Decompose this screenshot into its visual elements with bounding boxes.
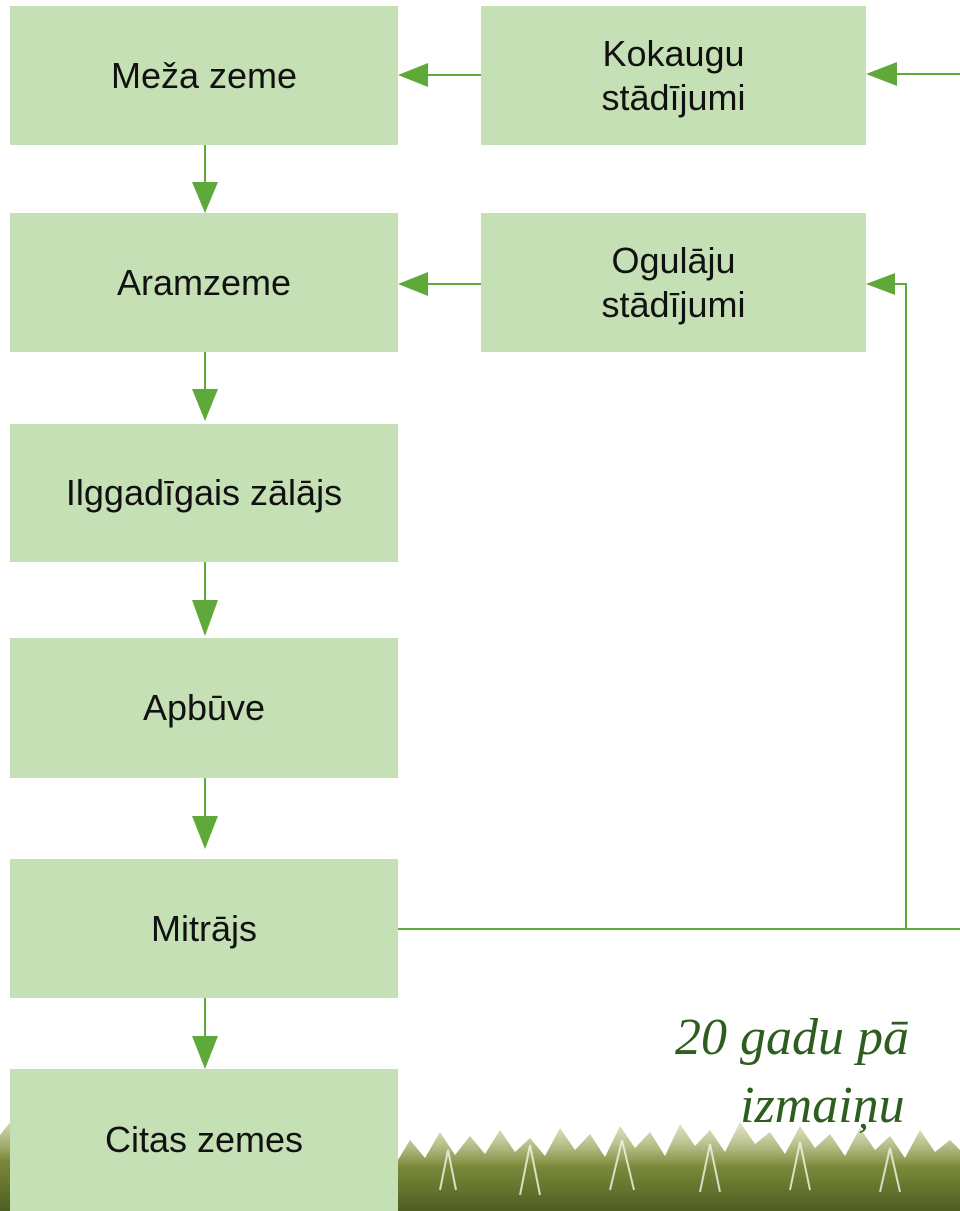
arrowhead-down	[192, 389, 218, 421]
connector-riser-to-ogulaju	[893, 283, 907, 929]
box-citas-zemes: Citas zemes	[10, 1069, 398, 1211]
box-kokaugu-stadijumi: Kokaugu stādījumi	[481, 6, 866, 145]
arrowhead-left	[398, 63, 428, 87]
arrowhead-down	[192, 816, 218, 849]
caption-line-2: izmaiņu	[740, 1077, 905, 1134]
box-aramzeme: Aramzeme	[10, 213, 398, 352]
box-ilggadigais-zalajs: Ilggadīgais zālājs	[10, 424, 398, 562]
arrowhead-left	[398, 272, 428, 296]
box-meza-zeme: Meža zeme	[10, 6, 398, 145]
arrowhead-left	[866, 62, 897, 86]
arrowhead-left	[866, 273, 895, 295]
arrowhead-down	[192, 182, 218, 213]
box-ogulaju-stadijumi: Ogulāju stādījumi	[481, 213, 866, 352]
arrowhead-down	[192, 600, 218, 636]
caption-line-1: 20 gadu pā	[675, 1009, 909, 1066]
box-apbuve: Apbūve	[10, 638, 398, 778]
arrowhead-down	[192, 1036, 218, 1069]
box-mitrajs: Mitrājs	[10, 859, 398, 998]
